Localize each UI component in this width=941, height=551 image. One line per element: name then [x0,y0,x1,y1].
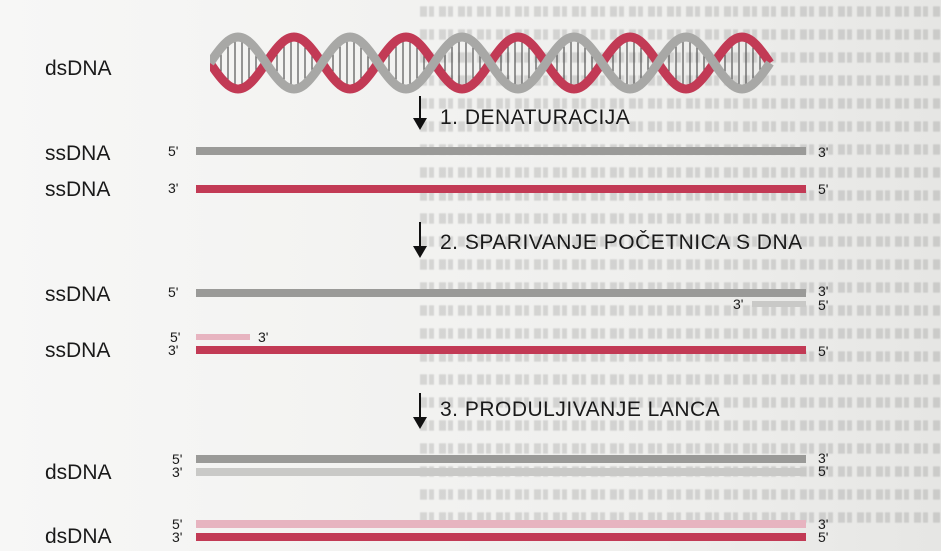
end-5-d: 5' [818,343,828,359]
dsdna-label-1: dsDNA [45,461,112,485]
primer-end-3-b: 3' [258,329,268,345]
step3-arrow [419,393,421,427]
end-5-c2: 5' [818,297,828,313]
strand-gray-2 [196,289,806,297]
primer-pink [196,334,250,340]
end-3-f: 3' [172,464,182,480]
strand-red-2 [196,346,806,354]
double-helix [210,28,775,98]
ssdna-label-1: ssDNA [45,142,110,166]
strand-pink-4 [196,520,806,528]
end-5-f: 5' [818,463,828,479]
dsdna-label-2: dsDNA [45,525,112,549]
end-5-h: 5' [818,529,828,545]
step3-title: 3. PRODULJIVANJE LANCA [440,398,720,422]
primer-gray [752,301,806,307]
dsdna-label-top: dsDNA [45,57,112,81]
strand-red-4 [196,533,806,541]
ssdna-label-3: ssDNA [45,283,110,307]
end-3-h: 3' [172,529,182,545]
end-5-a: 5' [168,143,178,159]
strand-gray-3 [196,455,806,463]
ssdna-label-4: ssDNA [45,339,110,363]
helix-strand-gray [210,37,770,89]
end-3-a: 3' [818,144,828,160]
primer-end-3-a: 3' [733,296,743,312]
ssdna-label-2: ssDNA [45,178,110,202]
step1-title: 1. DENATURACIJA [440,106,630,130]
step1-arrow [419,96,421,128]
end-3-d: 3' [168,342,178,358]
end-5-c: 5' [168,284,178,300]
end-5-b: 5' [818,181,828,197]
strand-light-3 [196,468,806,476]
step2-arrow [419,222,421,256]
strand-red-1 [196,185,806,193]
strand-gray-1 [196,147,806,155]
step2-title: 2. SPARIVANJE POČETNICA S DNA [440,231,803,255]
end-3-b: 3' [168,180,178,196]
